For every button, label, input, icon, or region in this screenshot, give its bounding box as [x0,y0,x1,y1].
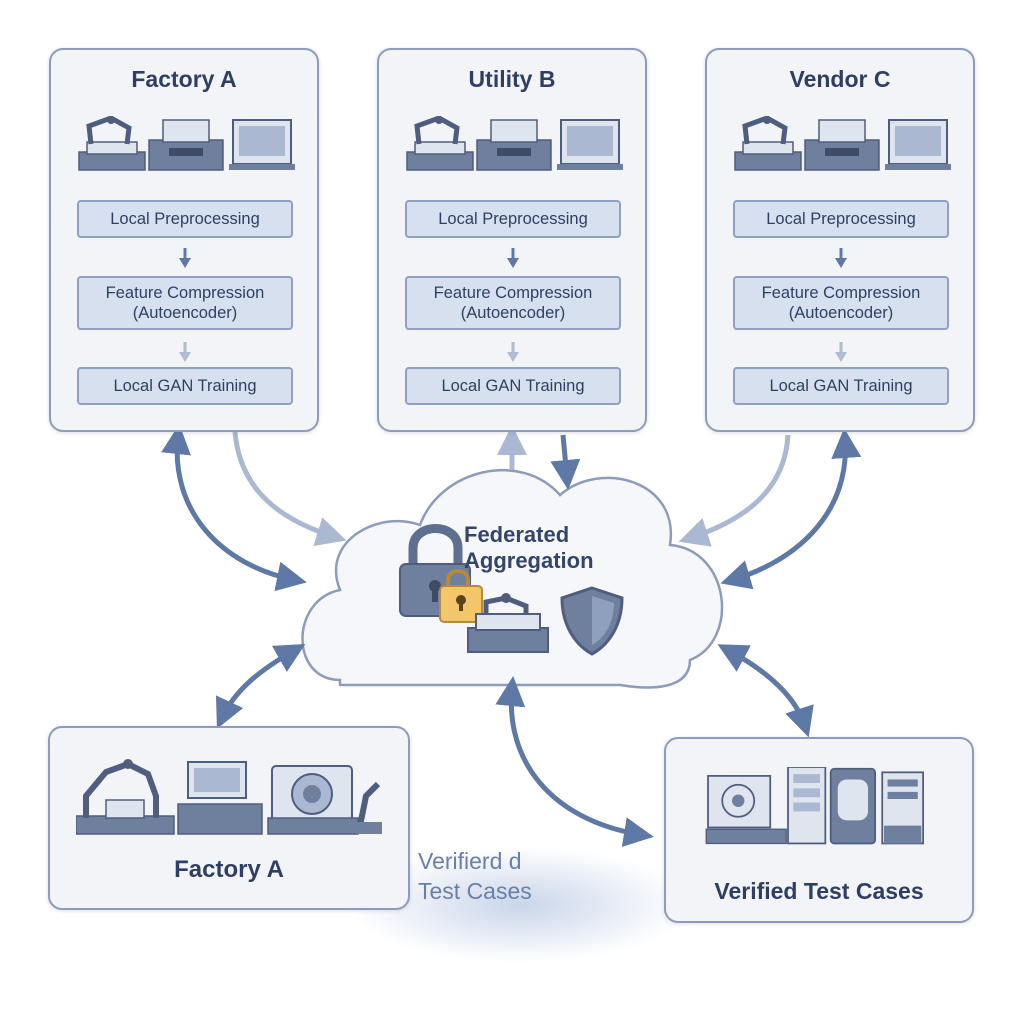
output-panel-verified-test-cases: Verified Test Cases [664,737,974,923]
site-panel-utility-b: Utility B Local Preprocessing Feature Co… [377,48,647,432]
site-title: Factory A [131,66,237,92]
connector-factory-a-dark [161,424,307,592]
printer-machine-icon [476,119,552,171]
monitor-icon [229,119,295,170]
robot-arm-icon [78,116,146,171]
robot-arm-icon [734,116,802,171]
step-feature-compression: Feature Compression (Autoencoder) [733,276,949,330]
connector-output-factory [215,644,306,729]
connector-output-center [495,676,654,847]
monitor-workstation-icon [177,761,263,835]
equipment-row [734,116,951,171]
step-local-preprocessing: Local Preprocessing [77,200,293,238]
site-panel-factory-a: Factory A Local Preprocessing Feature Co… [49,48,319,432]
step-local-preprocessing: Local Preprocessing [733,200,949,238]
monitor-icon [885,119,951,170]
test-chamber-icon [829,767,876,845]
step-feature-compression: Feature Compression (Autoencoder) [405,276,621,330]
scanner-machine-icon [267,765,359,835]
down-arrow-icon [507,248,519,268]
hub-title: Federated Aggregation [464,522,594,573]
step-feature-compression: Feature Compression (Autoencoder) [77,276,293,330]
robot-arm-icon [406,116,474,171]
connector-vendor-c-light [678,434,791,547]
step-local-gan-training: Local GAN Training [733,367,949,405]
down-arrow-icon [507,342,519,362]
step-local-gan-training: Local GAN Training [77,367,293,405]
faded-verified-label: Verifierd d Test Cases [418,848,532,904]
robot-arm-icon [467,593,549,653]
equipment-row [78,116,295,171]
monitor-icon [557,119,623,170]
site-title: Vendor C [789,66,891,92]
output-panel-factory-a: Factory A [48,726,410,910]
cabinet-icon [881,771,924,845]
site-title: Utility B [468,66,556,92]
down-arrow-icon [835,248,847,268]
keyhole-icon [439,569,483,623]
connector-output-verified [717,644,814,738]
down-arrow-icon [179,248,191,268]
aggregation-cloud [301,469,724,689]
equipment-row [406,116,623,171]
connector-vendor-c-dark [720,428,862,590]
printer-machine-icon [804,119,880,171]
step-local-gan-training: Local GAN Training [405,367,621,405]
connector-utility-b-dark [550,434,581,490]
mist-shape [350,847,690,963]
robot-arm-icon [76,759,175,835]
output-title: Factory A [174,856,284,883]
server-rack-icon [787,767,827,845]
test-rig-icon [705,775,787,845]
down-arrow-icon [179,342,191,362]
step-local-preprocessing: Local Preprocessing [405,200,621,238]
shield-icon [560,586,624,656]
output-title: Verified Test Cases [714,878,924,904]
site-panel-vendor-c: Vendor C Local Preprocessing Feature Com… [705,48,975,432]
output-equipment-row [76,759,382,835]
output-equipment-row [705,767,924,845]
robot-arm-icon [356,781,382,834]
down-arrow-icon [835,342,847,362]
printer-machine-icon [148,119,224,171]
connector-factory-a-light [232,431,347,547]
